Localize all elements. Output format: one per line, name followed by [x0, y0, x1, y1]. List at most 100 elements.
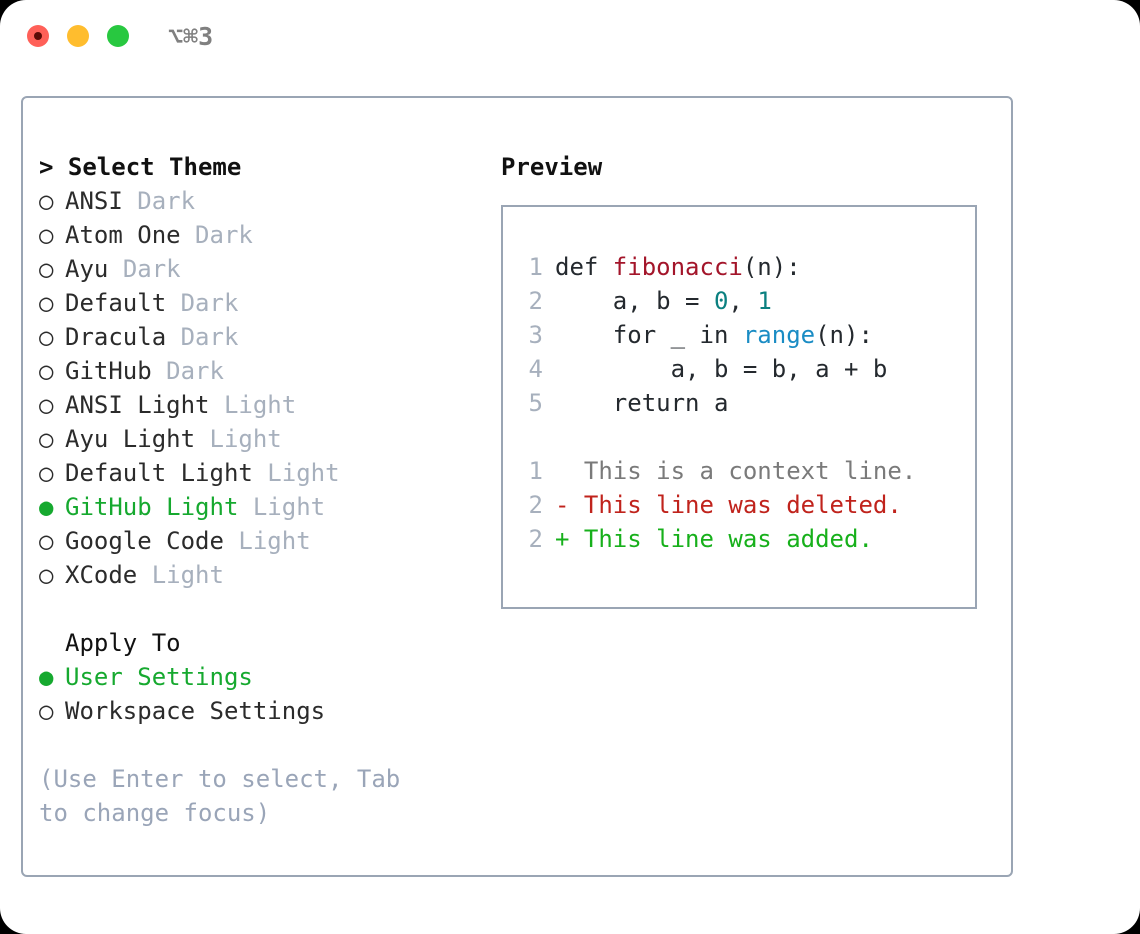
theme-option-category: Light — [252, 493, 326, 521]
maximize-button[interactable] — [107, 25, 129, 47]
keyboard-shortcut-label: ⌥⌘3 — [168, 22, 214, 51]
theme-option-category: Dark — [137, 187, 196, 215]
theme-option-atom-one[interactable]: ○Atom One Dark — [39, 218, 479, 252]
theme-option-category: Dark — [180, 289, 239, 317]
theme-option-label: XCode — [65, 561, 138, 589]
label-separator — [210, 391, 224, 419]
diff-text: This is a context line. — [583, 457, 917, 485]
radio-unselected-icon: ○ — [39, 459, 54, 487]
theme-option-github[interactable]: ○ GitHub Dark — [39, 354, 479, 388]
minimize-button[interactable] — [67, 25, 89, 47]
diff-marker: - — [555, 491, 584, 519]
diff-line: 1 This is a context line. — [515, 454, 969, 488]
radio-unselected-icon: ○ — [39, 289, 54, 317]
apply-to-header: Apply To — [65, 629, 181, 657]
list-spacer — [39, 592, 479, 626]
theme-option-ayu[interactable]: ○Ayu Dark — [39, 252, 479, 286]
code-line: 4 a, b = b, a + b — [515, 352, 969, 386]
code-token: range — [742, 321, 816, 349]
diff-marker — [555, 457, 584, 485]
radio-unselected-icon: ○ — [39, 221, 54, 249]
diff-line: 2- This line was deleted. — [515, 488, 969, 522]
theme-option-xcode[interactable]: ○ XCode Light — [39, 558, 479, 592]
code-token: 1 — [757, 287, 772, 315]
close-button[interactable] — [27, 25, 49, 47]
code-token: 0 — [713, 287, 729, 315]
code-token: (n): — [815, 321, 873, 349]
theme-option-category: Light — [223, 391, 297, 419]
code-token: (n): — [742, 253, 801, 281]
traffic-light-buttons — [27, 25, 129, 47]
line-number: 2 — [528, 491, 543, 519]
theme-option-default-light[interactable]: ○ Default Light Light — [39, 456, 479, 490]
theme-option-ansi[interactable]: ○ ANSI Dark — [39, 184, 479, 218]
radio-selected-icon: ● — [39, 493, 54, 521]
label-separator — [108, 255, 122, 283]
theme-option-label: GitHub — [65, 357, 152, 385]
theme-option-label: ANSI — [65, 187, 123, 215]
code-line: 5 return a — [515, 386, 969, 420]
label-separator — [253, 459, 267, 487]
label-separator — [195, 425, 209, 453]
label-separator — [224, 527, 238, 555]
theme-list: ○ANSI Dark○Atom One Dark○Ayu Dark○Defaul… — [39, 184, 479, 592]
diff-sample: 1 This is a context line.2- This line wa… — [515, 454, 969, 556]
apply-to-option-workspace-settings[interactable]: ○Workspace Settings — [39, 694, 479, 728]
diff-marker: + — [555, 525, 584, 553]
label-separator — [166, 289, 180, 317]
theme-picker-column: > Select Theme ○ANSI Dark○Atom One Dark○… — [39, 150, 479, 830]
radio-unselected-icon: ○ — [39, 527, 54, 555]
code-token: for _ in — [555, 321, 743, 349]
theme-option-category: Light — [151, 561, 224, 589]
diff-text: This line was deleted. — [583, 491, 902, 519]
theme-option-label: Default Light — [65, 459, 253, 487]
theme-option-ansi-light[interactable]: ○ANSI Light Light — [39, 388, 479, 422]
radio-unselected-icon: ○ — [39, 561, 54, 589]
code-line: 3 for _ in range(n): — [515, 318, 969, 352]
radio-unselected-icon: ○ — [39, 187, 54, 215]
theme-option-github-light[interactable]: ●GitHub Light Light — [39, 490, 479, 524]
code-token: , — [728, 287, 758, 315]
label-separator — [166, 323, 180, 351]
line-number: 2 — [528, 287, 543, 315]
code-line: 2 a, b = 0, 1 — [515, 284, 969, 318]
radio-unselected-icon: ○ — [39, 425, 54, 453]
label-separator — [181, 221, 195, 249]
label-separator — [238, 493, 252, 521]
line-number: 4 — [528, 355, 543, 383]
code-token: a, b = b, a + b — [555, 355, 888, 383]
keyboard-hint-text: (Use Enter to select, Tab to change focu… — [39, 765, 415, 827]
radio-selected-icon: ● — [39, 663, 54, 691]
code-token: def — [555, 253, 613, 281]
code-blank-line — [515, 420, 969, 454]
code-token: fibonacci — [612, 253, 743, 281]
theme-option-category: Dark — [195, 221, 253, 249]
code-token: return a — [555, 389, 729, 417]
apply-to-option-user-settings[interactable]: ●User Settings — [39, 660, 479, 694]
diff-line: 2+ This line was added. — [515, 522, 969, 556]
theme-option-ayu-light[interactable]: ○Ayu Light Light — [39, 422, 479, 456]
radio-unselected-icon: ○ — [39, 323, 54, 351]
apply-to-list: ●User Settings○Workspace Settings — [39, 660, 479, 728]
code-token: a, b = — [555, 287, 714, 315]
radio-unselected-icon: ○ — [39, 697, 54, 725]
theme-option-dracula[interactable]: ○ Dracula Dark — [39, 320, 479, 354]
preview-title: Preview — [501, 153, 603, 181]
title-bar: ⌥⌘3 — [0, 0, 1140, 76]
theme-option-category: Light — [267, 459, 340, 487]
theme-option-category: Dark — [180, 323, 239, 351]
line-number: 5 — [528, 389, 543, 417]
theme-option-label: Dracula — [65, 323, 167, 351]
theme-option-category: Dark — [166, 357, 224, 385]
radio-unselected-icon: ○ — [39, 357, 54, 385]
theme-option-default[interactable]: ○Default Dark — [39, 286, 479, 320]
label-separator — [137, 561, 151, 589]
theme-option-label: Ayu Light — [65, 425, 196, 453]
label-separator — [152, 357, 166, 385]
theme-option-google-code[interactable]: ○Google Code Light — [39, 524, 479, 558]
